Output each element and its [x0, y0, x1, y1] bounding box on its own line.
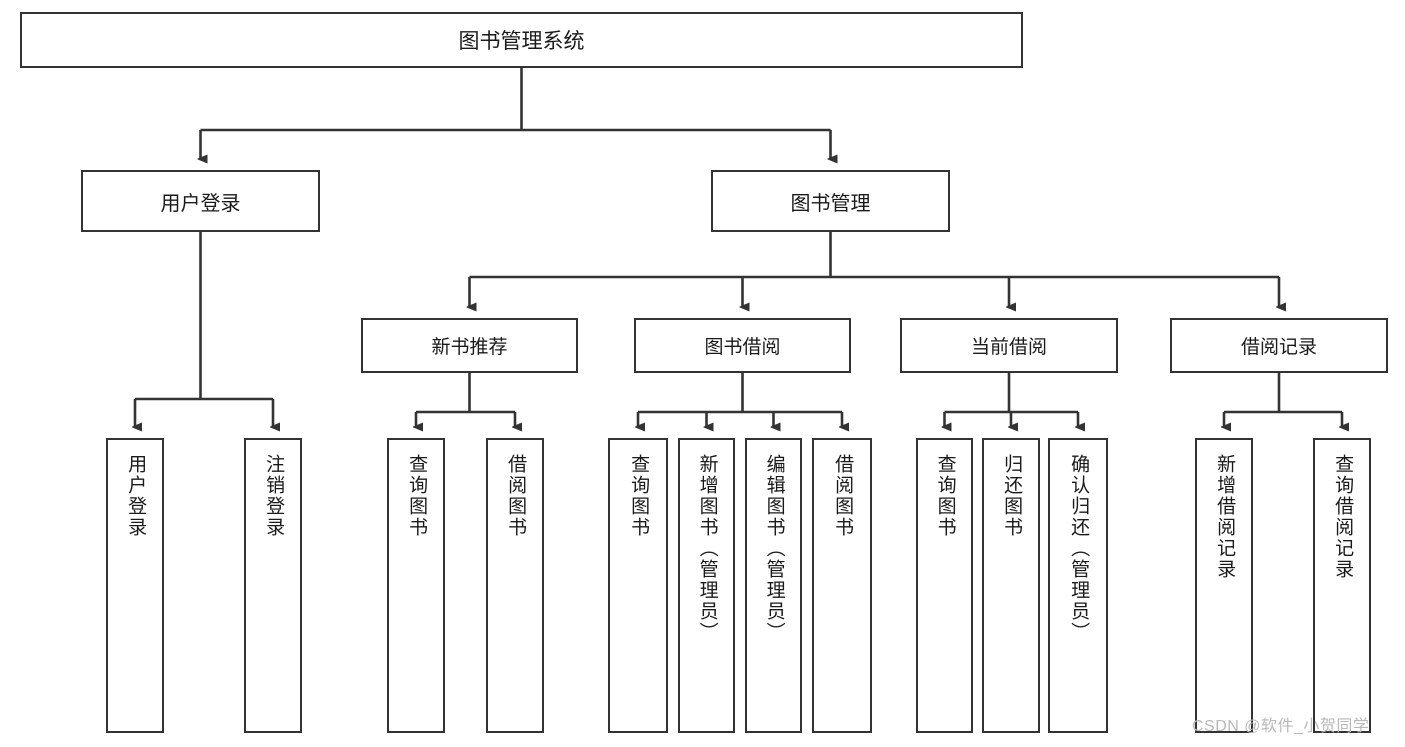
node-leaf-borrow-book-recommend[interactable]: 借阅图书 [486, 438, 544, 733]
node-book-management[interactable]: 图书管理 [711, 170, 950, 232]
node-label: 借阅图书 [505, 454, 527, 538]
node-label: 借阅图书 [832, 454, 854, 538]
node-label: 查询借阅记录 [1332, 454, 1354, 580]
node-leaf-query-book-current[interactable]: 查询图书 [916, 438, 973, 733]
node-label: 注销登录 [263, 454, 285, 538]
node-label: 用户登录 [125, 454, 147, 538]
node-leaf-query-book-borrow[interactable]: 查询图书 [608, 438, 668, 733]
node-label: 查询图书 [934, 454, 956, 538]
node-label: 查询图书 [628, 454, 650, 538]
node-leaf-query-borrow-record[interactable]: 查询借阅记录 [1313, 438, 1371, 733]
node-leaf-edit-book-admin[interactable]: 编辑图书（管理员） [745, 438, 802, 733]
node-leaf-add-book-admin[interactable]: 新增图书（管理员） [678, 438, 735, 733]
node-label: 图书管理系统 [458, 30, 585, 53]
node-borrow-record[interactable]: 借阅记录 [1170, 318, 1388, 373]
node-label: 新书推荐 [431, 337, 508, 358]
node-root[interactable]: 图书管理系统 [20, 12, 1023, 68]
node-label: 新增图书（管理员） [696, 454, 718, 643]
node-leaf-user-login[interactable]: 用户登录 [106, 438, 164, 733]
node-label: 图书管理 [790, 192, 871, 215]
node-label: 查询图书 [406, 454, 428, 538]
node-label: 借阅记录 [1240, 337, 1317, 358]
node-new-book-recommend[interactable]: 新书推荐 [361, 318, 578, 373]
node-user-login[interactable]: 用户登录 [81, 170, 320, 232]
node-label: 用户登录 [160, 192, 241, 215]
csdn-watermark: CSDN @软件_小贺同学 [1192, 718, 1370, 735]
node-label: 新增借阅记录 [1214, 454, 1236, 580]
node-leaf-query-book-recommend[interactable]: 查询图书 [387, 438, 445, 733]
node-book-borrow[interactable]: 图书借阅 [634, 318, 851, 373]
node-label: 图书借阅 [704, 337, 781, 358]
node-label: 当前借阅 [970, 337, 1047, 358]
node-label: 确认归还（管理员） [1068, 454, 1090, 643]
node-label: 编辑图书（管理员） [763, 454, 785, 643]
node-leaf-return-book[interactable]: 归还图书 [982, 438, 1040, 733]
node-current-borrow[interactable]: 当前借阅 [900, 318, 1118, 373]
node-leaf-add-borrow-record[interactable]: 新增借阅记录 [1195, 438, 1253, 733]
node-leaf-borrow-book[interactable]: 借阅图书 [812, 438, 872, 733]
node-leaf-confirm-return-admin[interactable]: 确认归还（管理员） [1048, 438, 1108, 733]
node-label: 归还图书 [1001, 454, 1023, 538]
node-leaf-logout-login[interactable]: 注销登录 [244, 438, 302, 733]
